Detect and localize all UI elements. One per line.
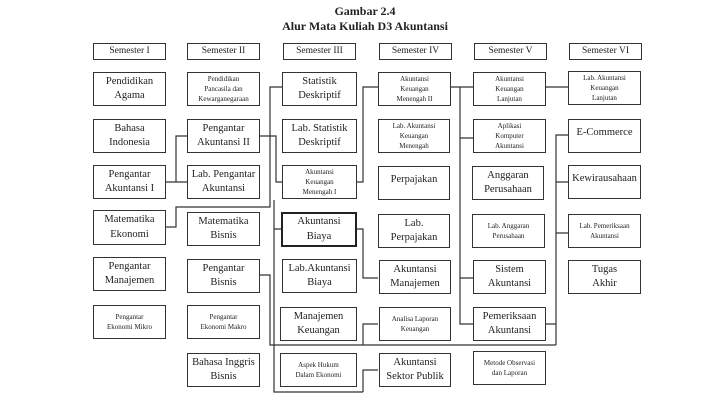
course-box: Tugas Akhir [568,260,641,294]
connector-matek-statistik [165,86,282,228]
connector-pa1-pa2 [165,135,187,183]
course-box: Lab. Akuntansi Keuangan Lanjutan [568,71,641,105]
course-box: Akuntansi Keuangan Menengah I [282,165,357,199]
figure-number: Gambar 2.4 [334,4,396,18]
semester-header-6: Semester VI [569,43,642,60]
semester-header-2: Semester II [187,43,260,60]
connector-akm2-sem5 [450,86,473,325]
semester-header-5: Semester V [474,43,547,60]
connector-analisa [362,323,378,345]
connector-akm1-akm2 [357,86,378,183]
course-box: Pengantar Bisnis [187,259,260,293]
course-box: Lab. Akuntansi Keuangan Menengah [378,119,450,153]
semester-header-3: Semester III [283,43,356,60]
course-box: Bahasa Indonesia [93,119,166,153]
figure-title: Alur Mata Kuliah D3 Akuntansi [282,19,448,33]
course-box: Akuntansi Manajemen [379,260,451,294]
course-box: Matematika Bisnis [187,212,260,246]
course-box: Pendidikan Pancasila dan Kewarganegaraan [187,72,260,106]
course-box: Pemeriksaan Akuntansi [473,307,546,341]
course-box: Pengantar Ekonomi Makro [187,305,260,339]
course-box: Pengantar Manajemen [93,257,166,291]
connector-sem6 [545,134,568,345]
course-box: Manajemen Keuangan [280,307,357,341]
course-box: Anggaran Perusahaan [472,166,544,200]
course-box: Lab. Anggaran Perusahaan [472,214,545,248]
connector-sektor-publik [362,369,378,392]
course-box: Statistik Deskriptif [282,72,357,106]
course-box: Pengantar Akuntansi I [93,165,166,199]
course-box: Pengantar Ekonomi Mikro [93,305,166,339]
course-box: Akuntansi Keuangan Lanjutan [473,72,546,106]
course-box: Lab. Pemeriksaan Akuntansi [568,214,641,248]
course-box: Lab. Statistik Deskriptif [282,119,357,153]
course-box: Analisa Laporan Keuangan [379,307,451,341]
course-box: Lab. Perpajakan [378,214,450,248]
course-box: Pendidikan Agama [93,72,166,106]
course-box: Metode Observasi dan Laporan [473,351,546,385]
course-box: Perpajakan [378,166,450,200]
course-box: Bahasa Inggris Bisnis [187,353,260,387]
course-box: Aplikasi Komputer Akuntansi [473,119,546,153]
course-box: Kewirausahaan [568,165,641,199]
course-box: Pengantar Akuntansi II [187,119,260,153]
connector-biaya-manajemen [357,228,378,279]
semester-header-1: Semester I [93,43,166,60]
course-box: Matematika Ekonomi [93,210,166,245]
course-box: Akuntansi Biaya [281,212,357,247]
course-box: Lab. Pengantar Akuntansi [187,165,260,199]
course-box: Aspek Hukum Dalam Ekonomi [280,353,357,387]
course-box: Akuntansi Keuangan Menengah II [378,72,451,106]
course-box: Lab.Akuntansi Biaya [282,259,357,293]
connector-to-biaya [273,200,363,393]
course-box: E-Commerce [568,119,641,153]
connector-pa2-akm1 [260,135,282,183]
course-box: Sistem Akuntansi [473,260,546,294]
course-box: Akuntansi Sektor Publik [379,353,451,387]
semester-header-4: Semester IV [379,43,452,60]
connector-bisnis [260,274,556,346]
